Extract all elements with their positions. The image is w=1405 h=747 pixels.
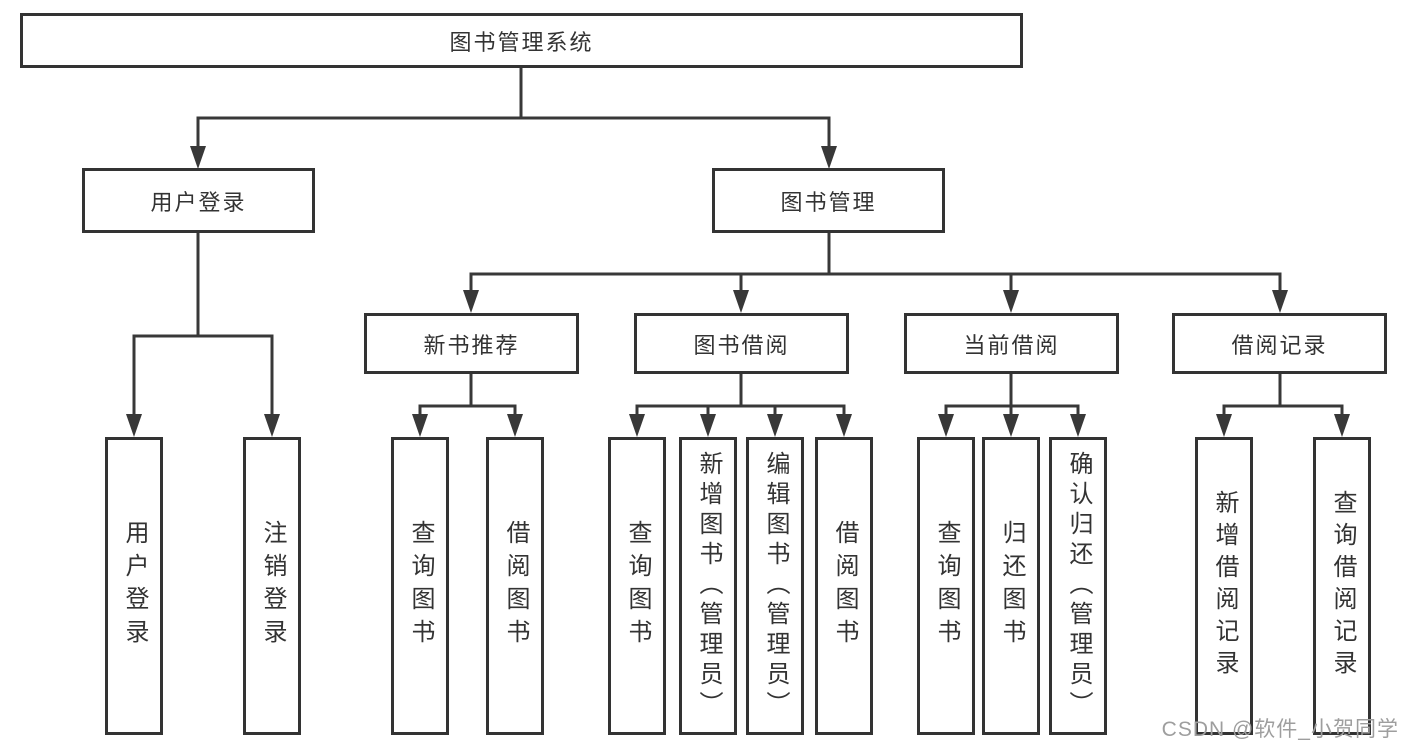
node-label: 查询图书: [933, 520, 960, 652]
leaf-current-confirm-admin: 确认归还（管理员）: [1049, 437, 1107, 735]
node-label: 图书借阅: [693, 332, 790, 358]
node-label: 归还图书: [998, 520, 1025, 652]
node-label: 查询图书: [624, 520, 651, 652]
node-label: 图书管理系统: [449, 29, 594, 55]
node-label: 借阅图书: [831, 520, 858, 652]
node-label: 确认归还（管理员）: [1065, 451, 1092, 721]
leaf-current-query: 查询图书: [917, 437, 975, 735]
node-label: 借阅记录: [1231, 332, 1328, 358]
leaf-current-return: 归还图书: [982, 437, 1040, 735]
arrowheads: [126, 146, 1350, 437]
node-label: 图书管理: [780, 189, 877, 215]
node-label: 用户登录: [121, 520, 148, 652]
node-label: 新书推荐: [423, 332, 520, 358]
leaf-logout: 注销登录: [243, 437, 301, 735]
node-label: 查询图书: [407, 520, 434, 652]
node-current-borrow: 当前借阅: [904, 313, 1119, 374]
leaf-borrow-edit-admin: 编辑图书（管理员）: [746, 437, 804, 735]
node-label: 当前借阅: [963, 332, 1060, 358]
node-label: 新增图书（管理员）: [695, 451, 722, 721]
node-book-borrow: 图书借阅: [634, 313, 849, 374]
leaf-records-add: 新增借阅记录: [1195, 437, 1253, 735]
node-book-management: 图书管理: [712, 168, 945, 233]
node-label: 编辑图书（管理员）: [762, 451, 789, 721]
leaf-newbook-borrow: 借阅图书: [486, 437, 544, 735]
leaf-borrow-query: 查询图书: [608, 437, 666, 735]
leaf-borrow-add-admin: 新增图书（管理员）: [679, 437, 737, 735]
csdn-watermark: CSDN @软件_小贺同学: [1161, 718, 1399, 741]
node-borrow-records: 借阅记录: [1172, 313, 1387, 374]
leaf-borrow-borrow: 借阅图书: [815, 437, 873, 735]
node-label: 借阅图书: [502, 520, 529, 652]
node-root-system: 图书管理系统: [20, 13, 1023, 68]
node-label: 新增借阅记录: [1211, 490, 1238, 682]
node-new-book-recommend: 新书推荐: [364, 313, 579, 374]
node-label: 查询借阅记录: [1329, 490, 1356, 682]
node-label: 用户登录: [150, 189, 247, 215]
node-label: 注销登录: [259, 520, 286, 652]
leaf-user-login: 用户登录: [105, 437, 163, 735]
node-user-login: 用户登录: [82, 168, 315, 233]
leaf-newbook-query: 查询图书: [391, 437, 449, 735]
leaf-records-query: 查询借阅记录: [1313, 437, 1371, 735]
